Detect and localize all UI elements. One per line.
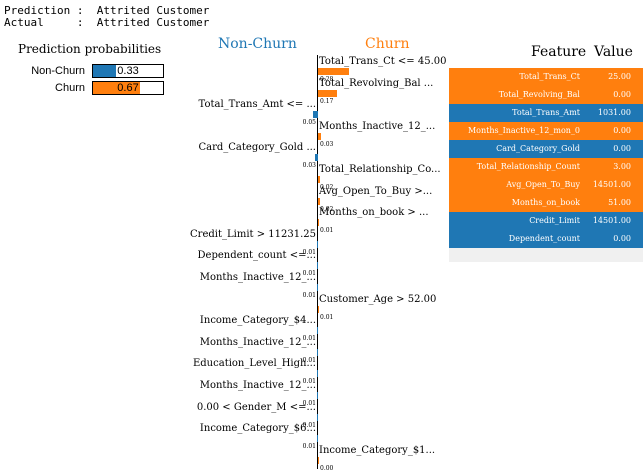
- feature-weight-bar: [317, 262, 318, 269]
- feature-value-cell: 14501.00: [593, 212, 631, 230]
- actual-label: Actual :: [4, 16, 83, 29]
- feature-value-cell: 0.00: [613, 86, 631, 104]
- feature-label: Customer_Age > 52.00: [319, 294, 436, 306]
- feature-value-cell: 51.00: [608, 194, 631, 212]
- probability-row-non-churn: Non-Churn 0.33: [0, 64, 200, 78]
- probability-value: 0.33: [93, 65, 163, 77]
- actual-value: Attrited Customer: [97, 16, 210, 29]
- feature-table-header: Feature Value: [449, 40, 643, 68]
- feature-label: Income_Category_$6...: [200, 423, 316, 435]
- feature-label: Total_Relationship_Co...: [319, 164, 441, 176]
- probability-label: Churn: [55, 81, 85, 95]
- feature-name-cell: Total_Trans_Ct: [519, 68, 580, 86]
- feature-table-row: Card_Category_Gold 0.00: [449, 140, 643, 158]
- value-column-header: Value: [594, 44, 633, 60]
- feature-value-cell: 14501.00: [593, 176, 631, 194]
- feature-weight-bar: [318, 90, 337, 97]
- feature-name-cell: Total_Revolving_Bal: [499, 86, 580, 104]
- feature-name-cell: Total_Relationship_Count: [477, 158, 580, 176]
- feature-table-row: Credit_Limit 14501.00: [449, 212, 643, 230]
- feature-name-cell: Months_Inactive_12_mon_0: [468, 122, 580, 140]
- feature-label: Education_Level_High...: [193, 358, 316, 370]
- feature-table-footer: [449, 248, 643, 262]
- probability-label: Non-Churn: [31, 64, 85, 78]
- feature-weight-bar: [318, 306, 319, 313]
- feature-label: Total_Revolving_Bal ...: [319, 78, 433, 90]
- feature-weight-bar: [317, 284, 318, 291]
- feature-label: Months_Inactive_12_...: [200, 272, 316, 284]
- feature-weight-bar: [318, 133, 321, 140]
- feature-weight-bar: [313, 111, 319, 118]
- feature-name-cell: Card_Category_Gold: [496, 140, 580, 158]
- feature-weight-bar: [318, 219, 319, 226]
- feature-weight-bar: [317, 327, 318, 334]
- feature-label: Credit_Limit > 11231.25: [190, 229, 316, 241]
- feature-weight-value: 0.01: [303, 443, 316, 450]
- feature-weight-bar: [318, 198, 320, 205]
- feature-weight-bar: [317, 414, 318, 421]
- feature-label: Months_on_book > ...: [319, 207, 429, 219]
- feature-value-cell: 1031.00: [598, 104, 631, 122]
- prediction-probabilities-title: Prediction probabilities: [18, 42, 161, 56]
- feature-weight-value: 0.03: [320, 141, 333, 148]
- feature-weight-value: 0.01: [320, 314, 333, 321]
- feature-label: Income_Category_$4...: [200, 315, 316, 327]
- feature-weight-bar: [315, 154, 318, 161]
- feature-weight-bar: [318, 176, 320, 183]
- feature-weight-bar: [317, 370, 318, 377]
- feature-table-row: Total_Trans_Ct 25.00: [449, 68, 643, 86]
- feature-name-cell: Months_on_book: [512, 194, 580, 212]
- feature-label: Months_Inactive_12_...: [200, 380, 316, 392]
- probability-box: 0.33: [92, 64, 164, 78]
- feature-table-row: Total_Relationship_Count 3.00: [449, 158, 643, 176]
- feature-label: Total_Trans_Ct <= 45.00: [319, 56, 447, 68]
- feature-column-header: Feature: [531, 44, 586, 60]
- feature-weight-value: 0.00: [320, 465, 333, 472]
- probability-row-churn: Churn 0.67: [0, 81, 200, 95]
- feature-table-row: Dependent_count 0.00: [449, 230, 643, 248]
- feature-weight-bar: [318, 68, 349, 75]
- feature-label: Income_Category_$1...: [319, 445, 435, 457]
- feature-weight-value: 0.01: [320, 227, 333, 234]
- prediction-header: Prediction : Attrited Customer Actual : …: [4, 5, 209, 29]
- feature-table-row: Avg_Open_To_Buy 14501.00: [449, 176, 643, 194]
- feature-weight-value: 0.03: [303, 162, 316, 169]
- feature-table-row: Total_Trans_Amt 1031.00: [449, 104, 643, 122]
- feature-label: Months_Inactive_12_...: [200, 337, 316, 349]
- feature-weight-value: 0.05: [303, 119, 316, 126]
- feature-weight-bar: [317, 241, 318, 248]
- feature-name-cell: Credit_Limit: [529, 212, 580, 230]
- feature-label: Months_Inactive_12_...: [319, 121, 435, 133]
- probability-box: 0.67: [92, 81, 164, 95]
- feature-value-cell: 0.00: [613, 230, 631, 248]
- feature-label: Dependent_count <=...: [198, 250, 316, 262]
- feature-weight-value: 0.01: [303, 292, 316, 299]
- feature-weight-bar: [317, 435, 318, 442]
- feature-value-cell: 25.00: [608, 68, 631, 86]
- feature-weight-bar: [317, 392, 318, 399]
- negative-class-label: Non-Churn: [218, 36, 297, 52]
- feature-label: Card_Category_Gold ...: [198, 142, 316, 154]
- feature-name-cell: Total_Trans_Amt: [512, 104, 580, 122]
- feature-value-cell: 0.00: [613, 140, 631, 158]
- feature-table-row: Total_Revolving_Bal 0.00: [449, 86, 643, 104]
- feature-label: Total_Trans_Amt <= ...: [199, 99, 316, 111]
- feature-weight-value: 0.17: [320, 98, 333, 105]
- feature-value-cell: 3.00: [613, 158, 631, 176]
- feature-weight-bar: [317, 349, 318, 356]
- feature-table-row: Months_Inactive_12_mon_0 0.00: [449, 122, 643, 140]
- feature-name-cell: Dependent_count: [509, 230, 580, 248]
- positive-class-label: Churn: [365, 36, 409, 52]
- probability-value: 0.67: [93, 82, 163, 94]
- feature-table-row: Months_on_book 51.00: [449, 194, 643, 212]
- feature-label: Avg_Open_To_Buy >...: [319, 186, 432, 198]
- feature-label: 0.00 < Gender_M <=...: [197, 402, 316, 414]
- feature-name-cell: Avg_Open_To_Buy: [506, 176, 580, 194]
- feature-value-cell: 0.00: [613, 122, 631, 140]
